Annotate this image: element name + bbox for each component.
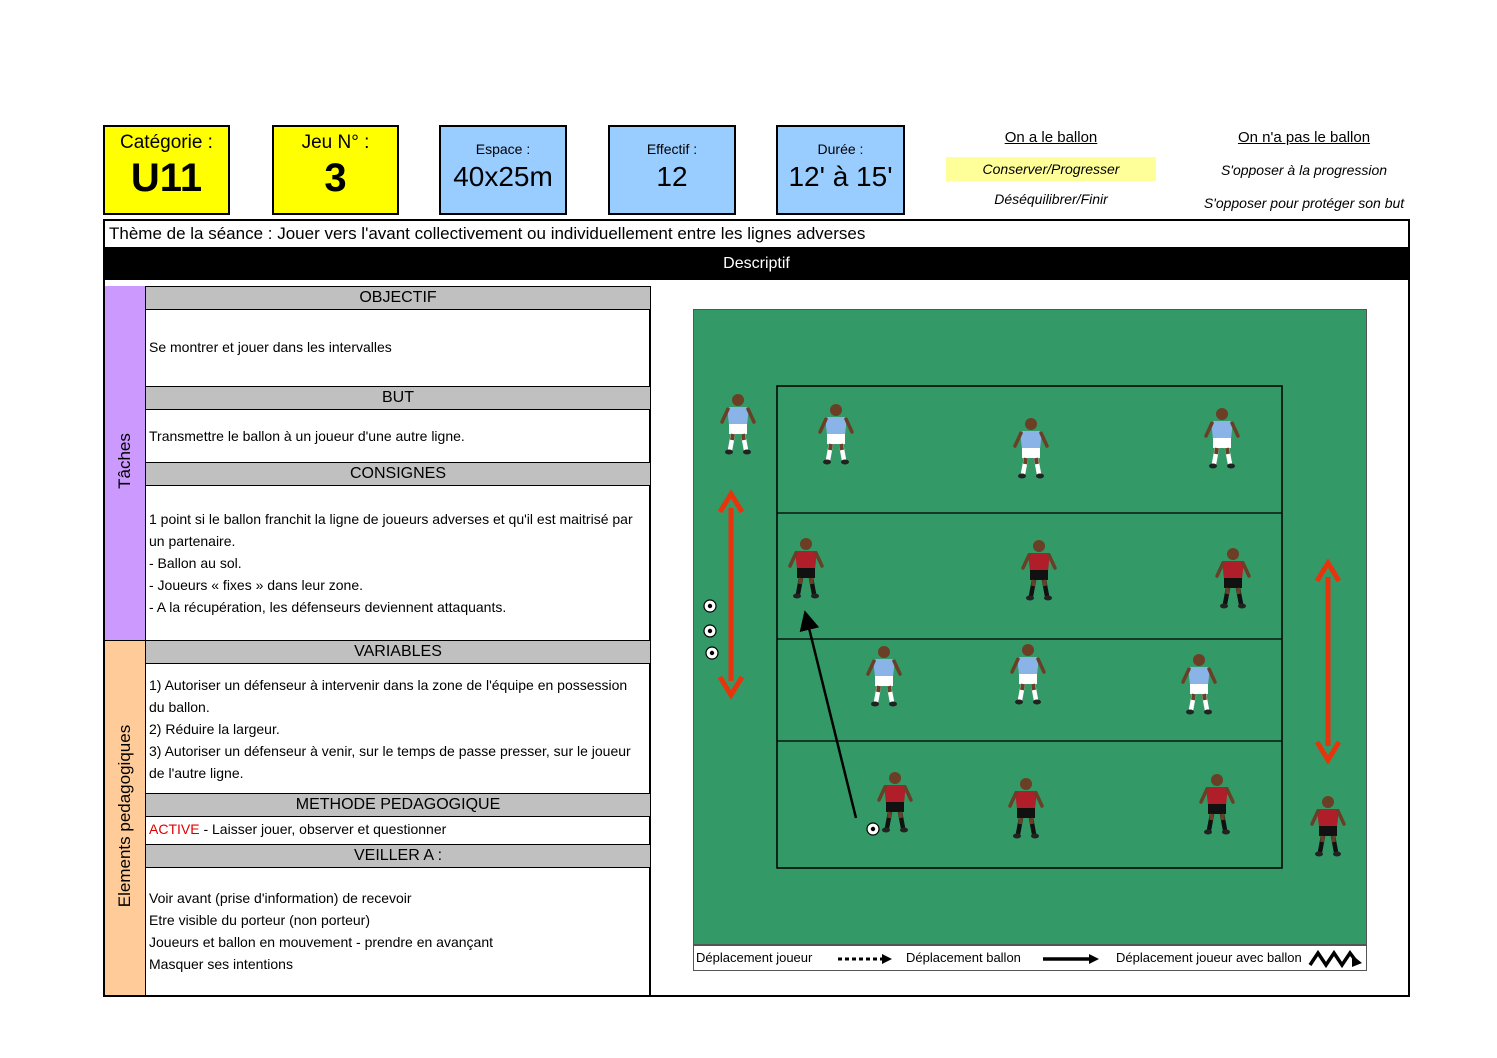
effectif-box: Effectif : 12 xyxy=(608,125,736,215)
theme-line: Thème de la séance : Jouer vers l'avant … xyxy=(105,221,1408,248)
player-blue xyxy=(1013,418,1049,479)
effectif-label: Effectif : xyxy=(646,141,698,157)
with-ball-item-2: Déséquilibrer/Finir xyxy=(994,191,1108,207)
player-blue xyxy=(1010,644,1046,705)
arrow-head xyxy=(717,675,745,700)
pass-arrow xyxy=(799,610,858,819)
arrow-head xyxy=(1314,558,1342,583)
duree-value: 12' à 15' xyxy=(788,161,893,192)
veiller-line: Voir avant (prise d'information) de rece… xyxy=(149,890,412,906)
veiller-line: Masquer ses intentions xyxy=(149,956,293,972)
taches-band: Tâches xyxy=(105,286,146,640)
variables-header: VARIABLES xyxy=(146,640,650,664)
player-red xyxy=(788,538,824,599)
without-ball-item-2: S'opposer pour protéger son but xyxy=(1203,195,1405,211)
ball-icon xyxy=(703,599,717,613)
but-text: Transmettre le ballon à un joueur d'une … xyxy=(149,428,465,444)
player-red xyxy=(1310,796,1346,857)
spare-balls xyxy=(703,599,880,836)
consignes-line: - A la récupération, les défenseurs devi… xyxy=(149,599,507,615)
consignes-text: 1 point si le ballon franchit la ligne d… xyxy=(146,508,650,618)
with-ball-title: On a le ballon xyxy=(1004,129,1098,146)
red-arrow-left xyxy=(717,489,745,700)
player-blue xyxy=(1204,408,1240,469)
player-red xyxy=(877,772,913,833)
arrow-head xyxy=(1314,740,1342,765)
espace-value: 40x25m xyxy=(453,161,553,192)
categorie-value: U11 xyxy=(130,156,203,200)
without-ball-title: On n'a pas le ballon xyxy=(1237,129,1371,146)
descriptif-bar: Descriptif xyxy=(105,248,1408,280)
arrow-head xyxy=(717,489,745,514)
categorie-box: Catégorie : U11 xyxy=(103,125,230,215)
methode-desc: - Laisser jouer, observer et questionner xyxy=(199,821,447,837)
main-frame: Thème de la séance : Jouer vers l'avant … xyxy=(103,219,1410,997)
legend-dribble-move: Déplacement joueur avec ballon xyxy=(1116,950,1302,965)
player-blue xyxy=(866,646,902,707)
consignes-line: - Ballon au sol. xyxy=(149,555,242,571)
left-column: OBJECTIF Se montrer et jouer dans les in… xyxy=(146,286,651,995)
dashed-arrow-icon xyxy=(838,954,892,964)
variables-line: du ballon. xyxy=(149,699,210,715)
veiller-line: Etre visible du porteur (non porteur) xyxy=(149,912,370,928)
player-blue xyxy=(818,404,854,465)
variables-line: 2) Réduire la largeur. xyxy=(149,721,280,737)
player-red xyxy=(1021,540,1057,601)
effectif-value: 12 xyxy=(656,161,688,192)
methode-text: ACTIVE - Laisser jouer, observer et ques… xyxy=(146,818,650,840)
ball-icon xyxy=(705,646,719,660)
with-ball-item-1: Conserver/Progresser xyxy=(946,157,1156,181)
variables-line: de l'autre ligne. xyxy=(149,765,244,781)
solid-arrow-icon xyxy=(1043,954,1099,964)
consignes-header: CONSIGNES xyxy=(146,462,650,486)
but-header: BUT xyxy=(146,386,650,410)
duree-label: Durée : xyxy=(817,141,864,157)
variables-line: 1) Autoriser un défenseur à intervenir d… xyxy=(149,677,628,693)
objectif-text: Se montrer et jouer dans les intervalles xyxy=(149,339,392,355)
elements-band: Elements pedagogiques xyxy=(105,640,146,995)
ball-icon xyxy=(703,624,717,638)
methode-active: ACTIVE xyxy=(149,821,200,837)
consignes-line: un partenaire. xyxy=(149,533,236,549)
veiller-line: Joueurs et ballon en mouvement - prendre… xyxy=(149,934,493,950)
legend-player-move: Déplacement joueur xyxy=(696,950,813,965)
consignes-line: 1 point si le ballon franchit la ligne d… xyxy=(149,511,633,527)
espace-label: Espace : xyxy=(475,141,531,157)
veiller-text: Voir avant (prise d'information) de rece… xyxy=(146,887,650,975)
player-red xyxy=(1215,548,1251,609)
legend-ball-move: Déplacement ballon xyxy=(906,950,1021,965)
players xyxy=(720,394,1346,857)
methode-header: METHODE PEDAGOGIQUE xyxy=(146,793,650,817)
zone-rect xyxy=(776,385,1283,869)
espace-box: Espace : 40x25m xyxy=(439,125,567,215)
duree-box: Durée : 12' à 15' xyxy=(776,125,905,215)
jeu-box: Jeu N° : 3 xyxy=(272,125,399,215)
consignes-line: - Joueurs « fixes » dans leur zone. xyxy=(149,577,364,593)
jeu-label: Jeu N° : xyxy=(301,132,370,153)
red-arrow-right xyxy=(1314,558,1342,765)
variables-text: 1) Autoriser un défenseur à intervenir d… xyxy=(146,674,650,784)
variables-line: 3) Autoriser un défenseur à venir, sur l… xyxy=(149,743,631,759)
objectif-header: OBJECTIF xyxy=(146,286,650,310)
without-ball-item-1: S'opposer à la progression xyxy=(1220,162,1388,178)
player-blue xyxy=(720,394,756,455)
player-red xyxy=(1199,774,1235,835)
zigzag-arrow-icon xyxy=(1308,949,1362,969)
veiller-header: VEILLER A : xyxy=(146,844,650,868)
player-red xyxy=(1008,778,1044,839)
legend-bar: Déplacement joueur Déplacement ballon Dé… xyxy=(693,945,1367,971)
ball-icon xyxy=(866,822,880,836)
jeu-value: 3 xyxy=(324,156,347,200)
categorie-label: Catégorie : xyxy=(120,132,213,153)
player-blue xyxy=(1181,654,1217,715)
